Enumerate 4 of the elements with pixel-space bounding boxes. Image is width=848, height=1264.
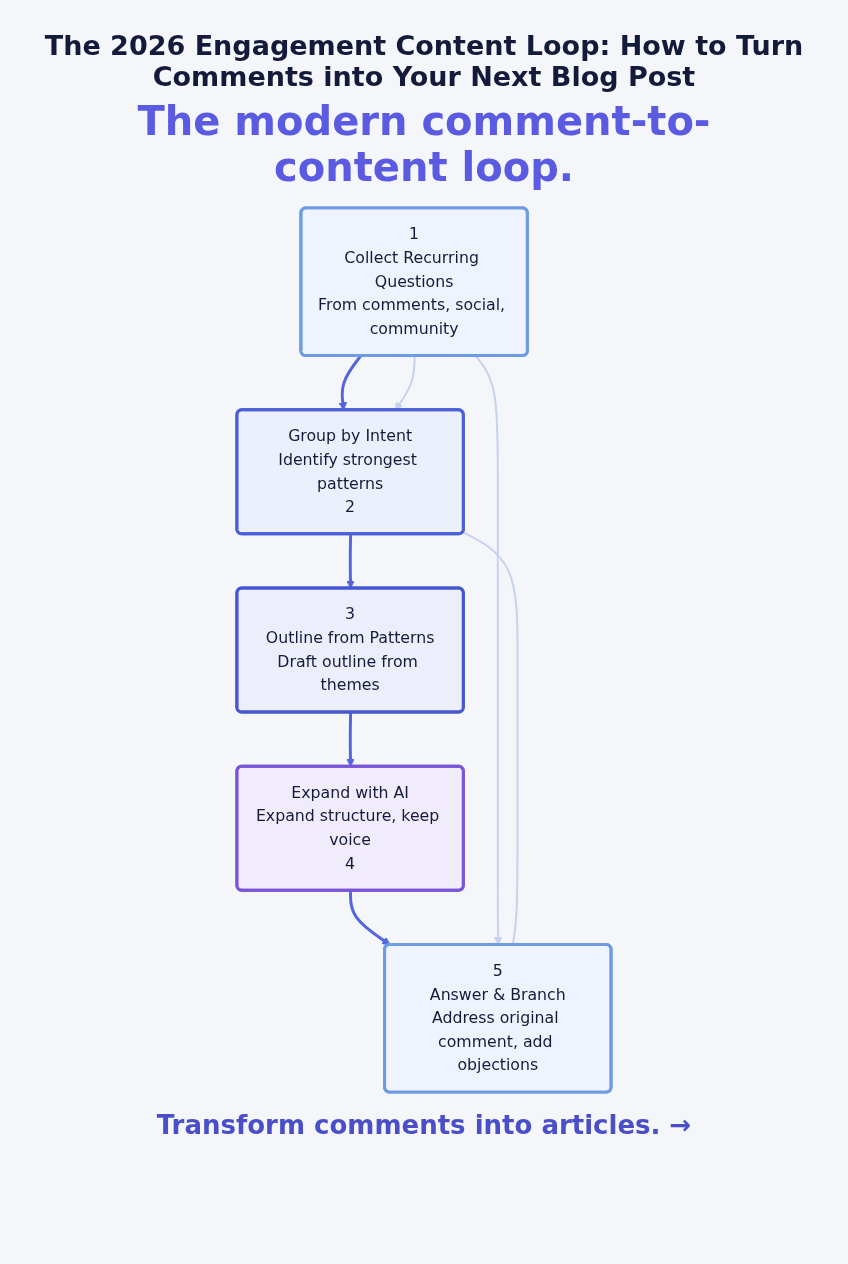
arrow [349,890,391,946]
heading: The modern comment-to-content loop. [136,98,712,190]
caption: Transform comments into articles. → [155,1110,693,1140]
title: The 2026 Engagement Content Loop: How to Turn Comments into Your Next Blog Post [43,30,805,92]
